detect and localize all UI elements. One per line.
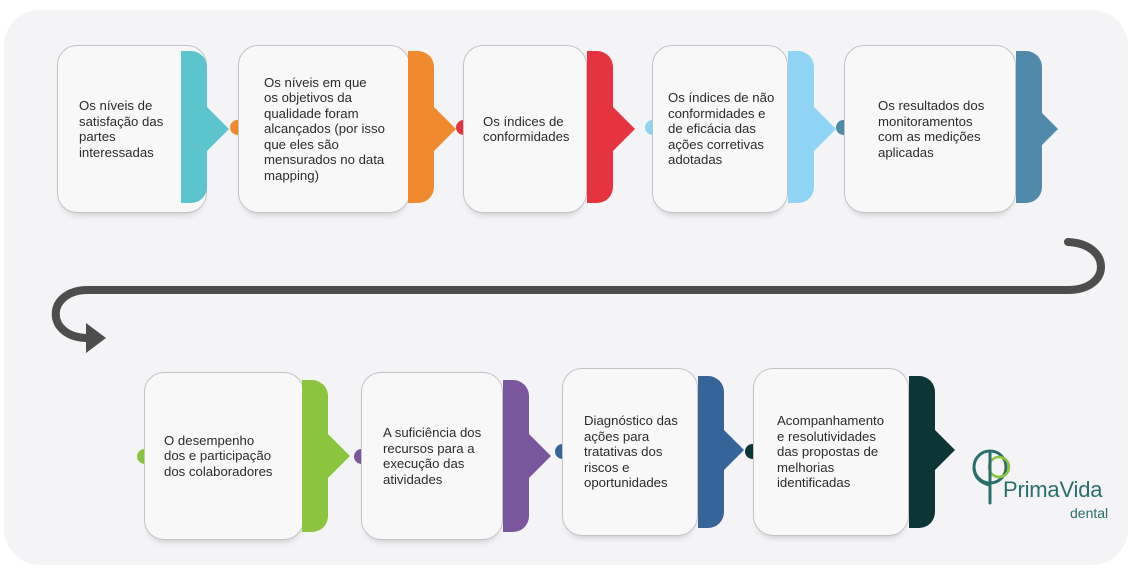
step-card <box>361 372 503 540</box>
step-text: Os índices de conformidades <box>483 113 570 145</box>
step-text: Os níveis em que os objetivos da qualida… <box>264 74 385 183</box>
process-step: O desempenho dos e participação dos cola… <box>144 372 350 540</box>
step-card <box>562 368 698 536</box>
logo-subtitle: dental <box>1070 505 1109 521</box>
step-text: Acompanhamento e resolutividades das pro… <box>777 413 885 491</box>
step-arrow <box>207 107 229 151</box>
process-step: Os índices de não conformidades e de efi… <box>652 45 836 213</box>
step-text: Os índices de não conformidades e de efi… <box>668 90 775 168</box>
step-card <box>463 45 587 213</box>
step-arrow <box>529 434 551 478</box>
process-step: Os níveis em que os objetivos da qualida… <box>238 45 456 213</box>
step-card <box>844 45 1016 213</box>
step-text: A suficiência dos recursos para a execuç… <box>383 425 482 487</box>
step-card <box>652 45 788 213</box>
step-text: O desempenho dos e participação dos cola… <box>164 432 273 479</box>
logo-symbol-icon <box>972 449 1011 505</box>
process-step: Acompanhamento e resolutividades das pro… <box>753 368 955 536</box>
step-text: Os níveis de satisfação das partes inter… <box>79 98 164 160</box>
process-step: Os resultados dos monitoramentos com as … <box>844 45 1058 213</box>
step-color-tab <box>408 51 434 203</box>
step-arrow <box>434 107 456 151</box>
step-color-tab <box>788 51 814 203</box>
step-text: Diagnóstico das ações para tratativas do… <box>584 413 678 491</box>
logo-name: PrimaVida <box>1003 477 1103 502</box>
step-arrow <box>722 428 744 472</box>
process-step: Os níveis de satisfação das partes inter… <box>57 45 232 213</box>
step-color-tab <box>503 380 529 532</box>
step-arrow <box>613 107 635 151</box>
primavida-logo: PrimaVida dental <box>968 447 1120 527</box>
step-color-tab <box>302 380 328 532</box>
step-color-tab <box>587 51 613 203</box>
process-step: A suficiência dos recursos para a execuç… <box>361 372 551 540</box>
process-step: Os índices de conformidades <box>463 45 638 213</box>
step-text: Os resultados dos monitoramentos com as … <box>878 98 985 160</box>
process-step: Diagnóstico das ações para tratativas do… <box>562 368 744 536</box>
step-card <box>753 368 909 536</box>
step-card <box>144 372 304 540</box>
step-color-tab <box>909 376 935 528</box>
step-arrow <box>1036 107 1058 151</box>
step-arrow <box>814 107 836 151</box>
step-color-tab <box>698 376 724 528</box>
step-arrow <box>328 434 350 478</box>
step-color-tab <box>181 51 207 203</box>
step-arrow <box>933 428 955 472</box>
